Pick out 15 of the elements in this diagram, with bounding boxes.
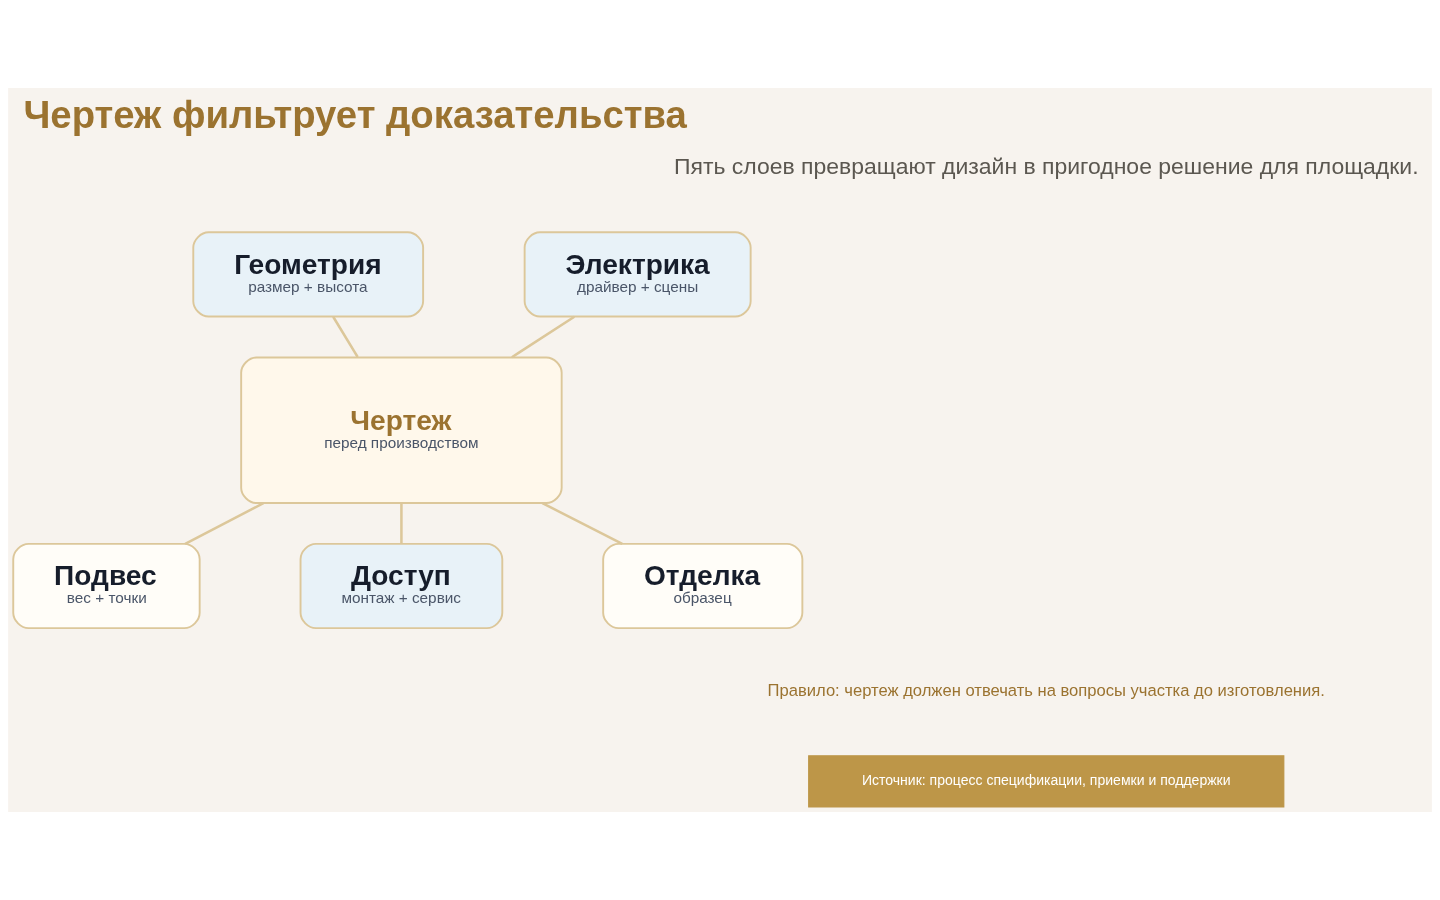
connector xyxy=(332,316,359,358)
diagram-title: Чертеж фильтрует доказательства xyxy=(23,92,687,136)
label: Источник: процесс спецификации, приемки и поддержки xyxy=(861,771,1231,788)
connector xyxy=(400,503,403,544)
connector xyxy=(541,502,623,545)
node-box: Доступ монтаж + сервис xyxy=(299,542,504,630)
node-box: Подвес вес + точки xyxy=(12,542,201,630)
node-box: Геометрия размер + высота xyxy=(192,231,425,318)
connector xyxy=(184,502,264,545)
label: Правило: чертеж должен отвечать на вопросы участка до изготовления. xyxy=(767,681,1325,701)
node-box: Чертеж перед производством xyxy=(240,356,563,504)
label: Пять слоев превращают дизайн в пригодное решение для площадки. xyxy=(673,153,1419,180)
node-box: Электрика драйвер + сцены xyxy=(523,231,752,318)
node-box: Отделка образец xyxy=(602,542,804,630)
connector xyxy=(511,315,576,359)
